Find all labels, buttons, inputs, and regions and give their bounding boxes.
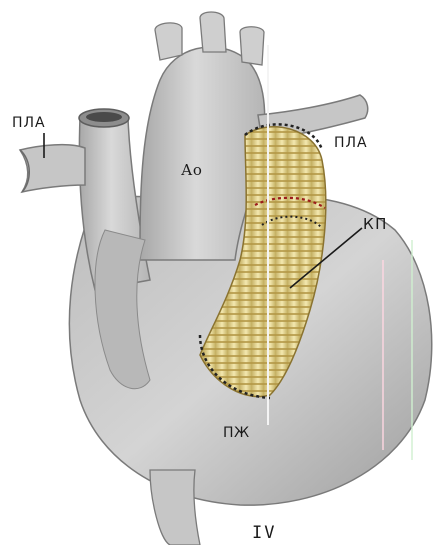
label-aorta: Ао (181, 161, 202, 179)
arch-vessel-1 (155, 23, 182, 60)
arch-vessel-2 (200, 12, 226, 52)
label-right-ventricle: ПЖ (223, 425, 250, 441)
arch-vessel-3 (240, 27, 264, 65)
inferior-vessel (150, 470, 200, 545)
figure-number: IV (252, 523, 276, 543)
label-pla-left: ПЛА (12, 115, 46, 131)
label-conduit: КП (363, 215, 388, 233)
label-pla-right: ПЛА (334, 135, 368, 151)
